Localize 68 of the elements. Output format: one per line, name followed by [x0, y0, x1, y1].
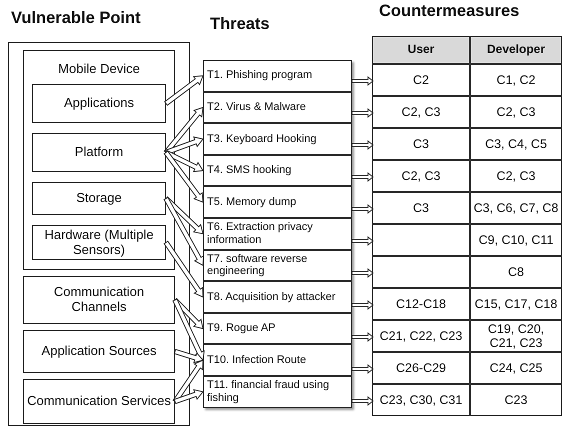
column-header: User [372, 36, 470, 64]
arrow [352, 140, 374, 150]
threat-row: T11. financial fraud using fishing [203, 376, 352, 408]
threat-row: T8. Acquisition by attacker [203, 281, 352, 313]
threat-row: T1. Phishing program [203, 60, 352, 92]
table-cell: C3, C6, C7, C8 [470, 192, 562, 224]
column-heading: Vulnerable Point [11, 9, 141, 28]
arrow [352, 204, 374, 214]
table-cell: C12-C18 [372, 288, 470, 320]
threat-row: T6. Extraction privacy information [203, 218, 352, 250]
threat-row: T10. Infection Route [203, 344, 352, 376]
table-cell: C3 [372, 128, 470, 160]
arrow [352, 236, 374, 246]
arrow [172, 360, 204, 404]
threat-row: T9. Rogue AP [203, 312, 352, 344]
table-cell: C2, C3 [372, 160, 470, 192]
arrow [172, 298, 205, 361]
arrow [174, 389, 204, 404]
table-cell: C1, C2 [470, 64, 562, 96]
table-cell [372, 224, 470, 256]
table-cell: C24, C25 [470, 352, 562, 384]
group-panel [23, 50, 175, 270]
column-header: Developer [470, 36, 562, 64]
arrow [174, 348, 204, 364]
table-cell: C3, C4, C5 [470, 128, 562, 160]
table-cell: C3 [372, 192, 470, 224]
table-cell: C21, C22, C23 [372, 320, 470, 352]
threat-row: T2. Virus & Malware [203, 92, 352, 124]
arrow [352, 172, 374, 182]
table-cell: C9, C10, C11 [470, 224, 562, 256]
arrow [352, 300, 374, 310]
arrow [164, 136, 204, 156]
threat-row: T7. software reverse engineering [203, 250, 352, 282]
table-cell: C2, C3 [470, 160, 562, 192]
table-cell: C23 [470, 384, 562, 416]
column-heading: Threats [210, 15, 270, 34]
arrow [164, 240, 204, 298]
component-box: Communication Channels [23, 276, 175, 324]
arrow [164, 75, 204, 106]
column-heading: Countermeasures [379, 2, 520, 21]
table-cell: C26-C29 [372, 352, 470, 384]
component-box: Storage [32, 182, 166, 215]
arrow [352, 396, 374, 406]
arrow [164, 150, 204, 203]
group-label: Mobile Device [57, 61, 141, 76]
table-cell: C15, C17, C18 [470, 288, 562, 320]
arrow [352, 364, 374, 374]
arrow [352, 108, 374, 118]
threat-row: T4. SMS hooking [203, 154, 352, 186]
arrow [352, 76, 374, 86]
arrow [352, 268, 374, 278]
arrow [163, 196, 204, 266]
table-cell: C2, C3 [470, 96, 562, 128]
component-box: Communication Services [23, 379, 175, 424]
threat-row: T3. Keyboard Hooking [203, 123, 352, 155]
table-cell: C23, C30, C31 [372, 384, 470, 416]
table-cell: C2 [372, 64, 470, 96]
arrow [352, 332, 374, 342]
arrow [164, 106, 204, 155]
table-cell: C8 [470, 256, 562, 288]
component-box: Platform [32, 133, 166, 172]
table-cell: C2, C3 [372, 96, 470, 128]
component-box: Application Sources [23, 330, 175, 373]
table-cell [372, 256, 470, 288]
component-box: Hardware (Multiple Sensors) [32, 225, 166, 260]
threat-row: T5. Memory dump [203, 186, 352, 218]
component-box: Applications [32, 84, 166, 123]
table-cell: C19, C20, C21, C23 [470, 320, 562, 352]
